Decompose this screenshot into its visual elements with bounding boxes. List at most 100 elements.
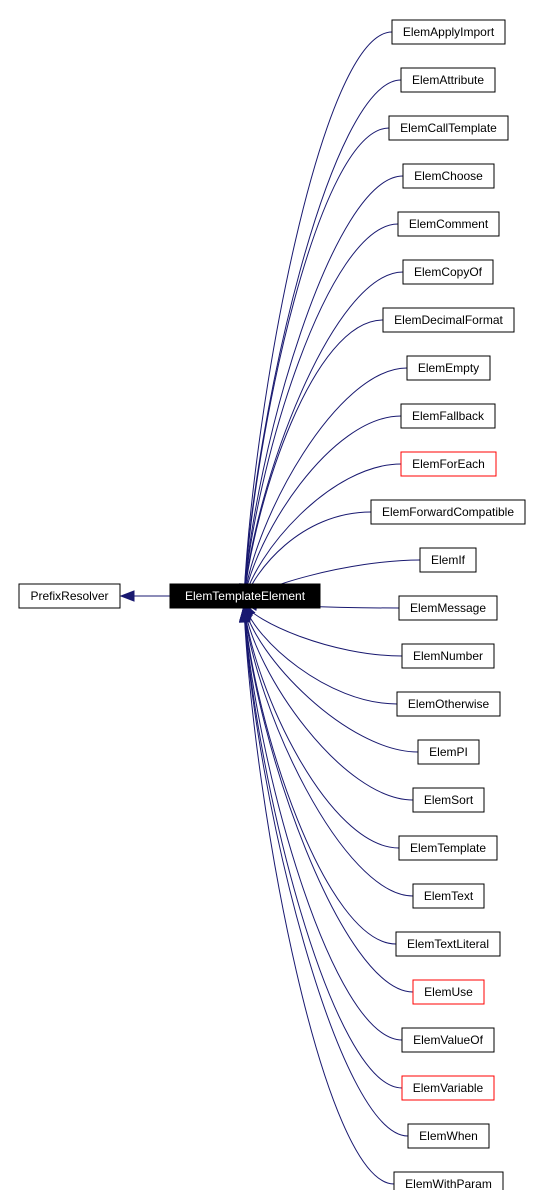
node-elem-variable[interactable]: ElemVariable — [401, 1075, 495, 1101]
node-elem-apply-import-label: ElemApplyImport — [403, 25, 495, 39]
node-elem-when-label: ElemWhen — [419, 1129, 478, 1143]
node-elem-text[interactable]: ElemText — [412, 883, 485, 909]
node-elem-text-literal-label: ElemTextLiteral — [407, 937, 489, 951]
node-elem-template-element-label: ElemTemplateElement — [185, 589, 306, 603]
node-elem-call-template[interactable]: ElemCallTemplate — [388, 115, 509, 141]
node-elem-call-template-label: ElemCallTemplate — [400, 121, 497, 135]
node-elem-value-of-box — [401, 1027, 495, 1053]
node-elem-copy-of-box — [402, 259, 494, 285]
node-elem-empty-label: ElemEmpty — [418, 361, 479, 375]
node-elem-template[interactable]: ElemTemplate — [398, 835, 498, 861]
edge-elem-value-of — [243, 607, 403, 1041]
node-prefix-resolver-box — [18, 583, 121, 609]
node-elem-value-of[interactable]: ElemValueOf — [401, 1027, 495, 1053]
edge-elem-decimal-format — [243, 319, 384, 601]
node-elem-otherwise-label: ElemOtherwise — [408, 697, 490, 711]
edge-elem-empty — [243, 367, 408, 601]
node-prefix-resolver-label: PrefixResolver — [30, 589, 108, 603]
node-elem-text-literal[interactable]: ElemTextLiteral — [395, 931, 501, 957]
edge-elem-use — [243, 606, 414, 993]
edge-elem-text-literal — [243, 606, 397, 945]
node-elem-pi[interactable]: ElemPI — [417, 739, 480, 765]
arrow-prefix-resolver — [119, 590, 135, 602]
edge-elem-choose — [243, 175, 404, 599]
node-elem-number[interactable]: ElemNumber — [401, 643, 495, 669]
edge-elem-text — [243, 605, 414, 897]
node-prefix-resolver[interactable]: PrefixResolver — [18, 583, 121, 609]
node-elem-decimal-format-box — [382, 307, 515, 333]
node-elem-template-box — [398, 835, 498, 861]
node-elem-empty-box — [406, 355, 491, 381]
arrow-elem-with-param — [238, 607, 251, 623]
node-elem-apply-import[interactable]: ElemApplyImport — [391, 19, 506, 45]
node-elem-when[interactable]: ElemWhen — [407, 1123, 490, 1149]
edge-elem-call-template — [243, 127, 390, 599]
node-elem-variable-box — [401, 1075, 495, 1101]
node-elem-copy-of[interactable]: ElemCopyOf — [402, 259, 494, 285]
node-elem-when-box — [407, 1123, 490, 1149]
edge-elem-with-param — [243, 608, 395, 1185]
node-elem-message-label: ElemMessage — [410, 601, 486, 615]
edge-elem-when — [243, 608, 409, 1137]
edge-elem-fallback — [243, 415, 402, 602]
node-elem-comment-label: ElemComment — [409, 217, 489, 231]
node-elem-attribute-box — [400, 67, 496, 93]
node-elem-attribute-label: ElemAttribute — [412, 73, 484, 87]
node-elem-attribute[interactable]: ElemAttribute — [400, 67, 496, 93]
node-elem-empty[interactable]: ElemEmpty — [406, 355, 491, 381]
node-elem-decimal-format-label: ElemDecimalFormat — [394, 313, 503, 327]
node-elem-choose-label: ElemChoose — [414, 169, 483, 183]
edge-elem-apply-import — [243, 31, 393, 598]
node-elem-for-each-label: ElemForEach — [412, 457, 485, 471]
node-elem-pi-box — [417, 739, 480, 765]
node-elem-if[interactable]: ElemIf — [419, 547, 477, 573]
node-elem-value-of-label: ElemValueOf — [413, 1033, 483, 1047]
edge-elem-sort — [243, 604, 414, 801]
node-elem-for-each[interactable]: ElemForEach — [400, 451, 497, 477]
edge-elem-for-each — [243, 463, 402, 602]
node-elem-template-element-box — [169, 583, 321, 609]
node-elem-otherwise[interactable]: ElemOtherwise — [396, 691, 501, 717]
node-elem-comment-box — [397, 211, 500, 237]
node-elem-sort-label: ElemSort — [424, 793, 474, 807]
edge-elem-number — [243, 603, 403, 657]
node-elem-fallback-label: ElemFallback — [412, 409, 485, 423]
node-elem-fallback[interactable]: ElemFallback — [400, 403, 496, 429]
node-elem-forward-compatible-label: ElemForwardCompatible — [382, 505, 514, 519]
edge-elem-variable — [243, 607, 403, 1089]
node-elem-if-box — [419, 547, 477, 573]
edge-elem-comment — [243, 223, 399, 600]
node-elem-if-label: ElemIf — [431, 553, 466, 567]
node-elem-pi-label: ElemPI — [429, 745, 468, 759]
node-elem-number-box — [401, 643, 495, 669]
node-elem-sort[interactable]: ElemSort — [412, 787, 485, 813]
nodes-layer: PrefixResolver ElemTemplateElement ElemA… — [18, 19, 526, 1190]
node-elem-text-literal-box — [395, 931, 501, 957]
node-elem-choose-box — [402, 163, 495, 189]
node-elem-number-label: ElemNumber — [413, 649, 483, 663]
node-elem-comment[interactable]: ElemComment — [397, 211, 500, 237]
node-elem-use-box — [412, 979, 485, 1005]
node-elem-decimal-format[interactable]: ElemDecimalFormat — [382, 307, 515, 333]
node-elem-text-label: ElemText — [424, 889, 474, 903]
node-elem-with-param[interactable]: ElemWithParam — [393, 1171, 504, 1190]
node-elem-template-element[interactable]: ElemTemplateElement — [169, 583, 321, 609]
edge-elem-copy-of — [243, 271, 404, 600]
node-elem-with-param-box — [393, 1171, 504, 1190]
node-elem-with-param-label: ElemWithParam — [405, 1177, 492, 1190]
node-elem-forward-compatible[interactable]: ElemForwardCompatible — [370, 499, 526, 525]
edge-elem-template — [243, 605, 400, 849]
node-elem-otherwise-box — [396, 691, 501, 717]
node-elem-fallback-box — [400, 403, 496, 429]
node-elem-message[interactable]: ElemMessage — [398, 595, 498, 621]
node-elem-copy-of-label: ElemCopyOf — [414, 265, 483, 279]
node-elem-choose[interactable]: ElemChoose — [402, 163, 495, 189]
node-elem-message-box — [398, 595, 498, 621]
node-elem-sort-box — [412, 787, 485, 813]
node-elem-text-box — [412, 883, 485, 909]
node-elem-apply-import-box — [391, 19, 506, 45]
node-elem-use[interactable]: ElemUse — [412, 979, 485, 1005]
node-elem-call-template-box — [388, 115, 509, 141]
node-elem-template-label: ElemTemplate — [410, 841, 486, 855]
